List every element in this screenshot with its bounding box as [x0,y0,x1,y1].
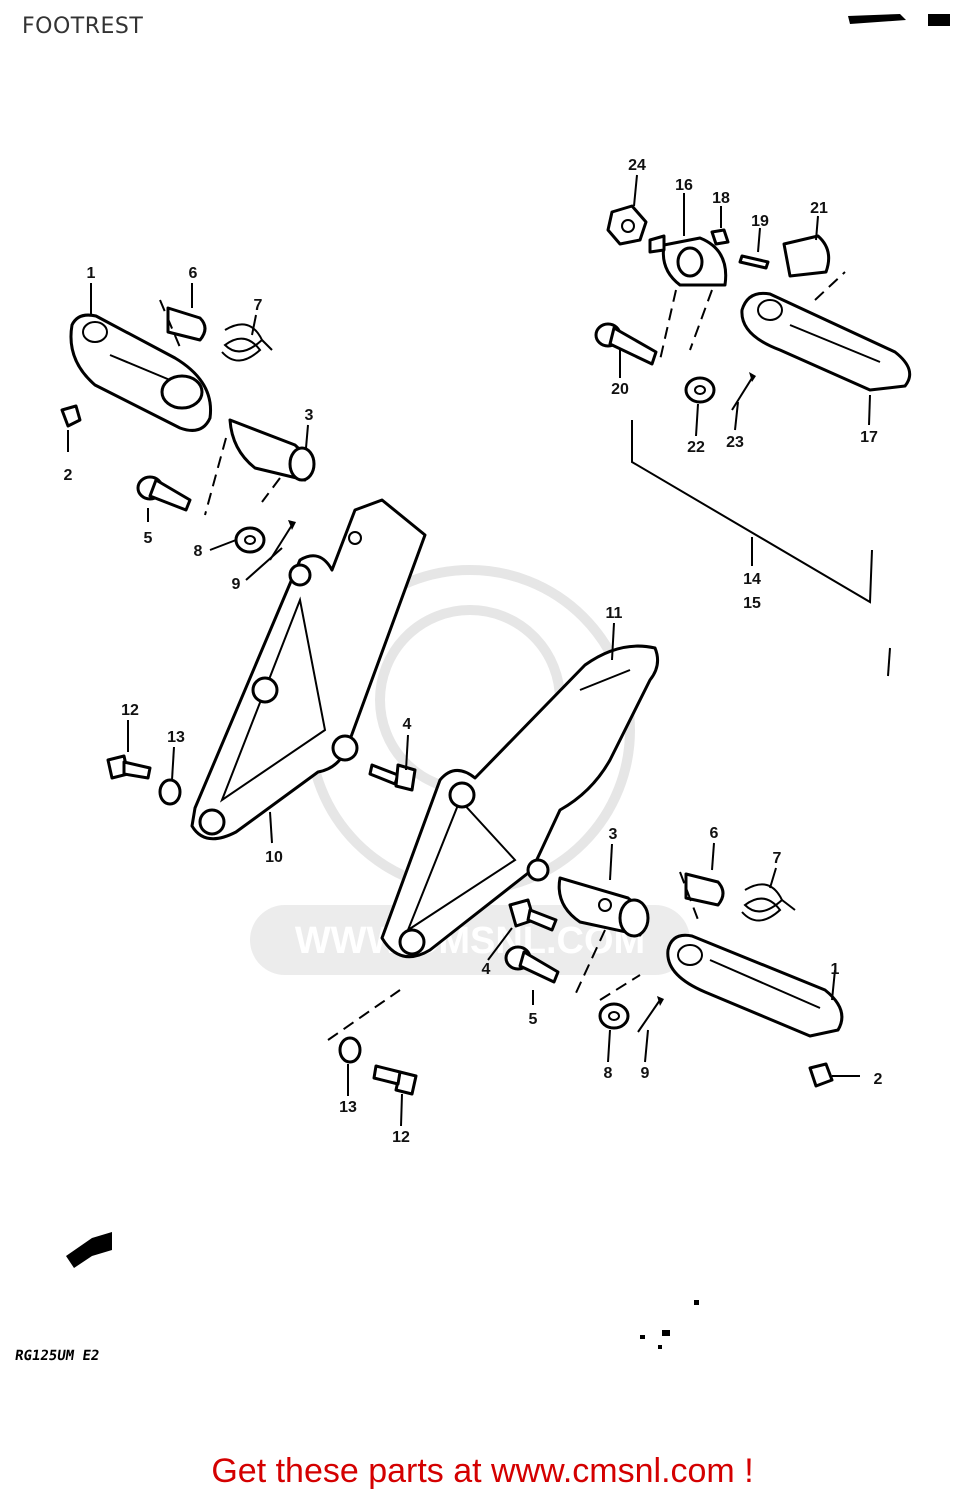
pillion-ball-18 [710,228,730,246]
callout-18: 18 [712,190,730,207]
callout-6-right: 6 [710,825,719,842]
pillion-nut-24 [606,204,648,246]
right-rubber-cap [679,871,725,926]
left-washer-13 [158,778,182,806]
pillion-detent-19 [738,254,770,270]
right-washer [598,974,641,1030]
callout-12-left: 12 [121,702,139,719]
callout-24: 24 [628,157,646,174]
front-arrow-icon [66,1232,112,1268]
callout-13-left: 13 [167,729,185,746]
callout-21: 21 [810,200,828,217]
callout-2-right: 2 [874,1071,883,1088]
right-bracket [380,644,660,959]
pillion-cotter-23 [731,372,756,411]
callout-14: 14 [743,571,761,588]
right-footrest-peg [666,933,844,1038]
right-pivot-shaft [557,876,650,996]
callout-22: 22 [687,439,705,456]
pillion-cap-21 [782,234,831,278]
callout-17: 17 [860,429,878,446]
callout-6-left: 6 [189,265,198,282]
pillion-pin-20 [594,289,713,366]
callout-20: 20 [611,381,629,398]
right-bolt-12 [372,1064,418,1096]
callout-9-left: 9 [232,576,241,593]
left-bolt-12 [106,754,152,780]
footer-link[interactable]: Get these parts at www.cmsnl.com ! [211,1452,754,1490]
left-bracket [190,498,427,841]
left-pin [136,475,192,512]
callout-7-right: 7 [773,850,782,867]
right-cotter-pin [637,996,664,1033]
callout-4-left: 4 [403,716,412,733]
callout-8-left: 8 [194,543,203,560]
model-code: RG125UM E2 [13,1348,101,1364]
pillion-peg-17 [740,271,912,392]
callout-4-right: 4 [482,961,491,978]
watermark-text: WWW.CMSNL.COM [295,920,645,962]
callout-11: 11 [606,605,623,622]
left-pivot-shaft [204,418,316,516]
right-washer-13 [327,989,401,1064]
right-bolt-4 [508,898,558,932]
corner-marks [848,14,950,26]
left-washer [234,526,266,554]
callout-15: 15 [743,595,761,612]
left-nut [60,404,82,428]
callout-3-right: 3 [609,826,618,843]
callout-3-left: 3 [305,407,314,424]
callout-19: 19 [751,213,769,230]
callout-9-right: 9 [641,1065,650,1082]
scan-specks [640,1300,699,1349]
callout-10: 10 [265,849,283,866]
callout-5-left: 5 [144,530,153,547]
pillion-washer-22 [684,376,716,404]
callout-7-left: 7 [254,297,263,314]
left-spring [221,323,273,362]
pillion-group-bracket [631,420,891,677]
page-title: FOOTREST [22,14,144,39]
callout-12-right: 12 [392,1129,410,1146]
left-footrest-peg [69,313,213,432]
callout-1-right: 1 [831,961,840,978]
right-nut [808,1062,860,1088]
callout-16: 16 [675,177,693,194]
leader-lines [67,174,871,1127]
left-bolt-4 [368,763,417,792]
callout-2-left: 2 [64,467,73,484]
callout-13-right: 13 [339,1099,357,1116]
right-pin [504,945,560,984]
callout-8-right: 8 [604,1065,613,1082]
left-rubber-cap [159,299,207,353]
pillion-holder-16 [648,234,728,287]
callout-1-left: 1 [87,265,96,282]
callout-5-right: 5 [529,1011,538,1028]
callout-23: 23 [726,434,744,451]
callouts: 1 6 7 2 3 5 8 9 11 12 13 4 10 3 6 7 1 4 … [64,157,883,1146]
right-spring [741,883,796,922]
